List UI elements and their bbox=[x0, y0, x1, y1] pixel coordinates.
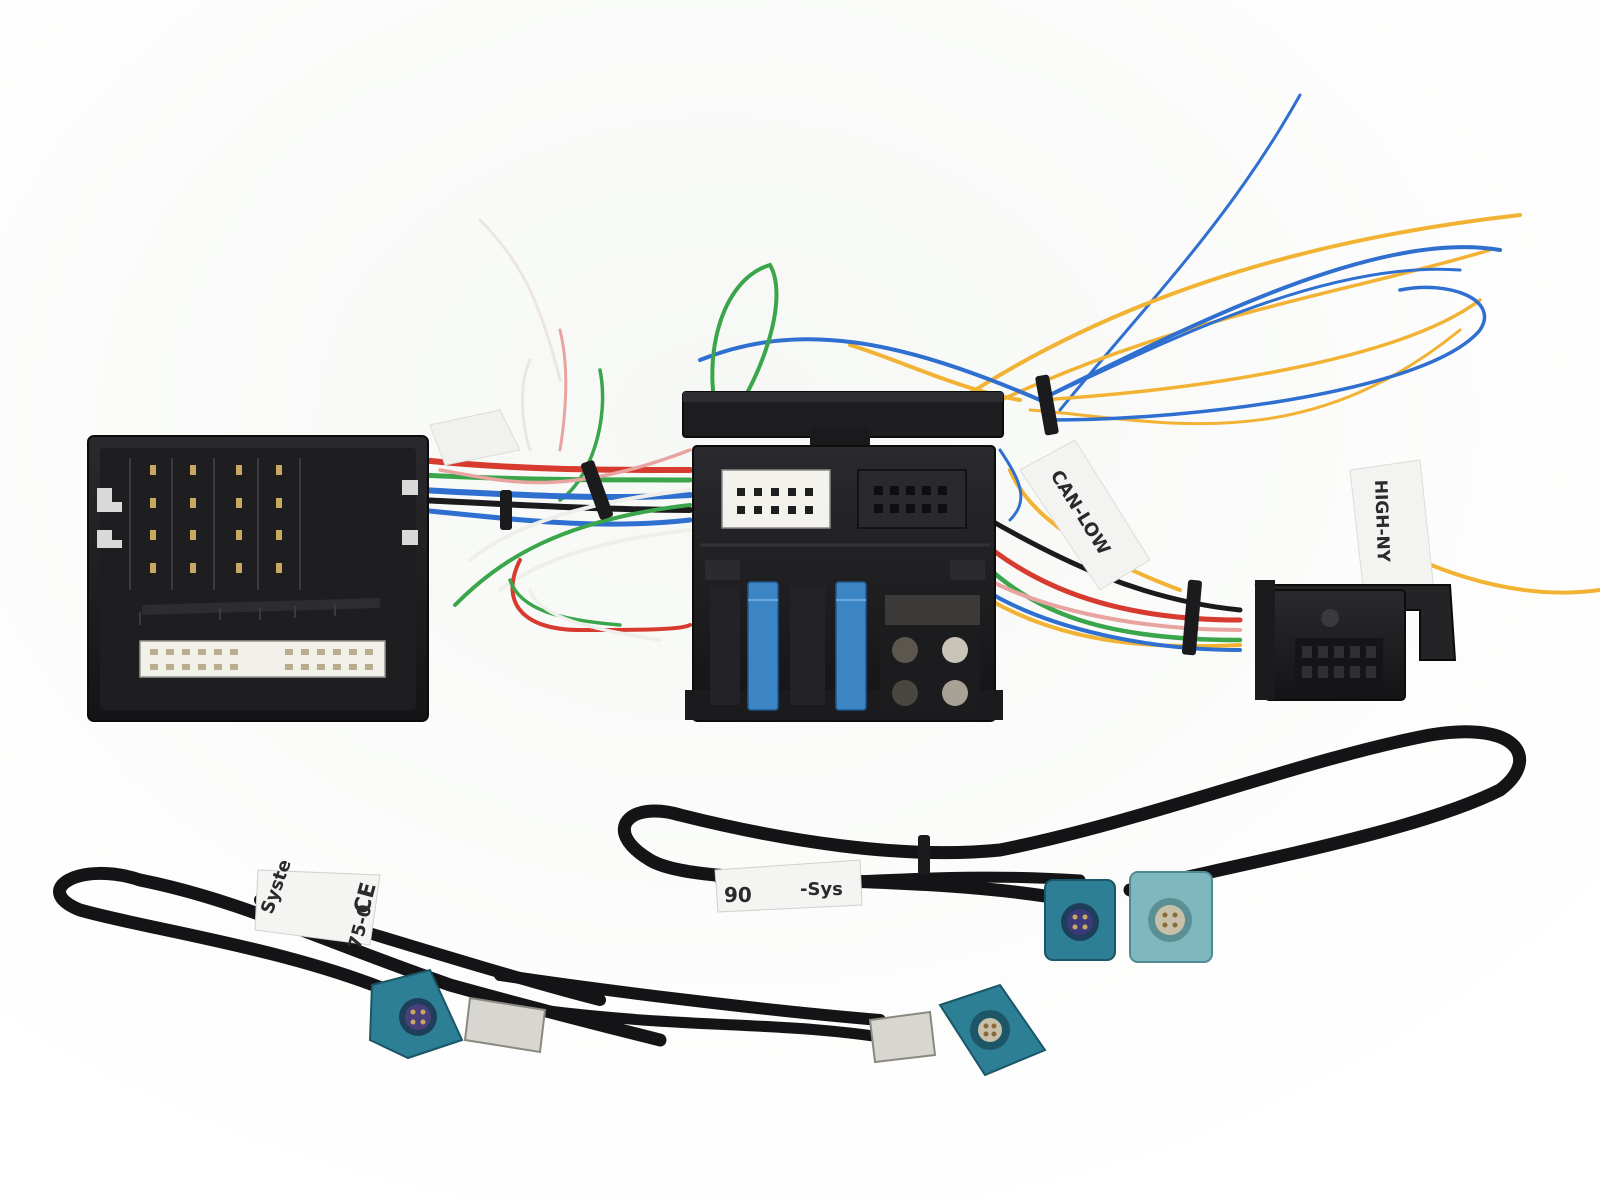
cable-ties bbox=[500, 374, 1202, 656]
cable-label-left: Syste CE 75-0 bbox=[254, 857, 382, 951]
fakra-plug-light bbox=[1129, 871, 1213, 963]
fakra-plug-left bbox=[368, 968, 464, 1060]
fakra-plug-dark bbox=[1044, 879, 1116, 961]
can-bus-connector-right bbox=[1254, 580, 1457, 701]
crimp-ferrule-right bbox=[868, 1010, 937, 1064]
quadlock-connector-left bbox=[87, 435, 429, 722]
cable-code-2: 90 bbox=[724, 883, 752, 907]
blue-lock-right bbox=[835, 581, 867, 711]
white-terminal-block bbox=[139, 640, 386, 678]
quadlock-connector-middle bbox=[682, 391, 1004, 722]
label-can-high: HIGH-NY bbox=[1370, 479, 1393, 563]
label-tag-left bbox=[429, 409, 521, 466]
blue-lock-left bbox=[747, 581, 779, 711]
label-tag-can-high: HIGH-NY bbox=[1349, 459, 1436, 606]
cable-tag-2: -Sys bbox=[800, 879, 843, 900]
crimp-ferrule-left bbox=[463, 996, 547, 1054]
fakra-socket-left-end bbox=[938, 983, 1047, 1077]
white-socket bbox=[721, 469, 831, 529]
cable-tie-right-cable bbox=[918, 835, 930, 875]
wire-bundle bbox=[417, 93, 1600, 652]
cable-label-right: 90 -Sys bbox=[714, 859, 863, 913]
